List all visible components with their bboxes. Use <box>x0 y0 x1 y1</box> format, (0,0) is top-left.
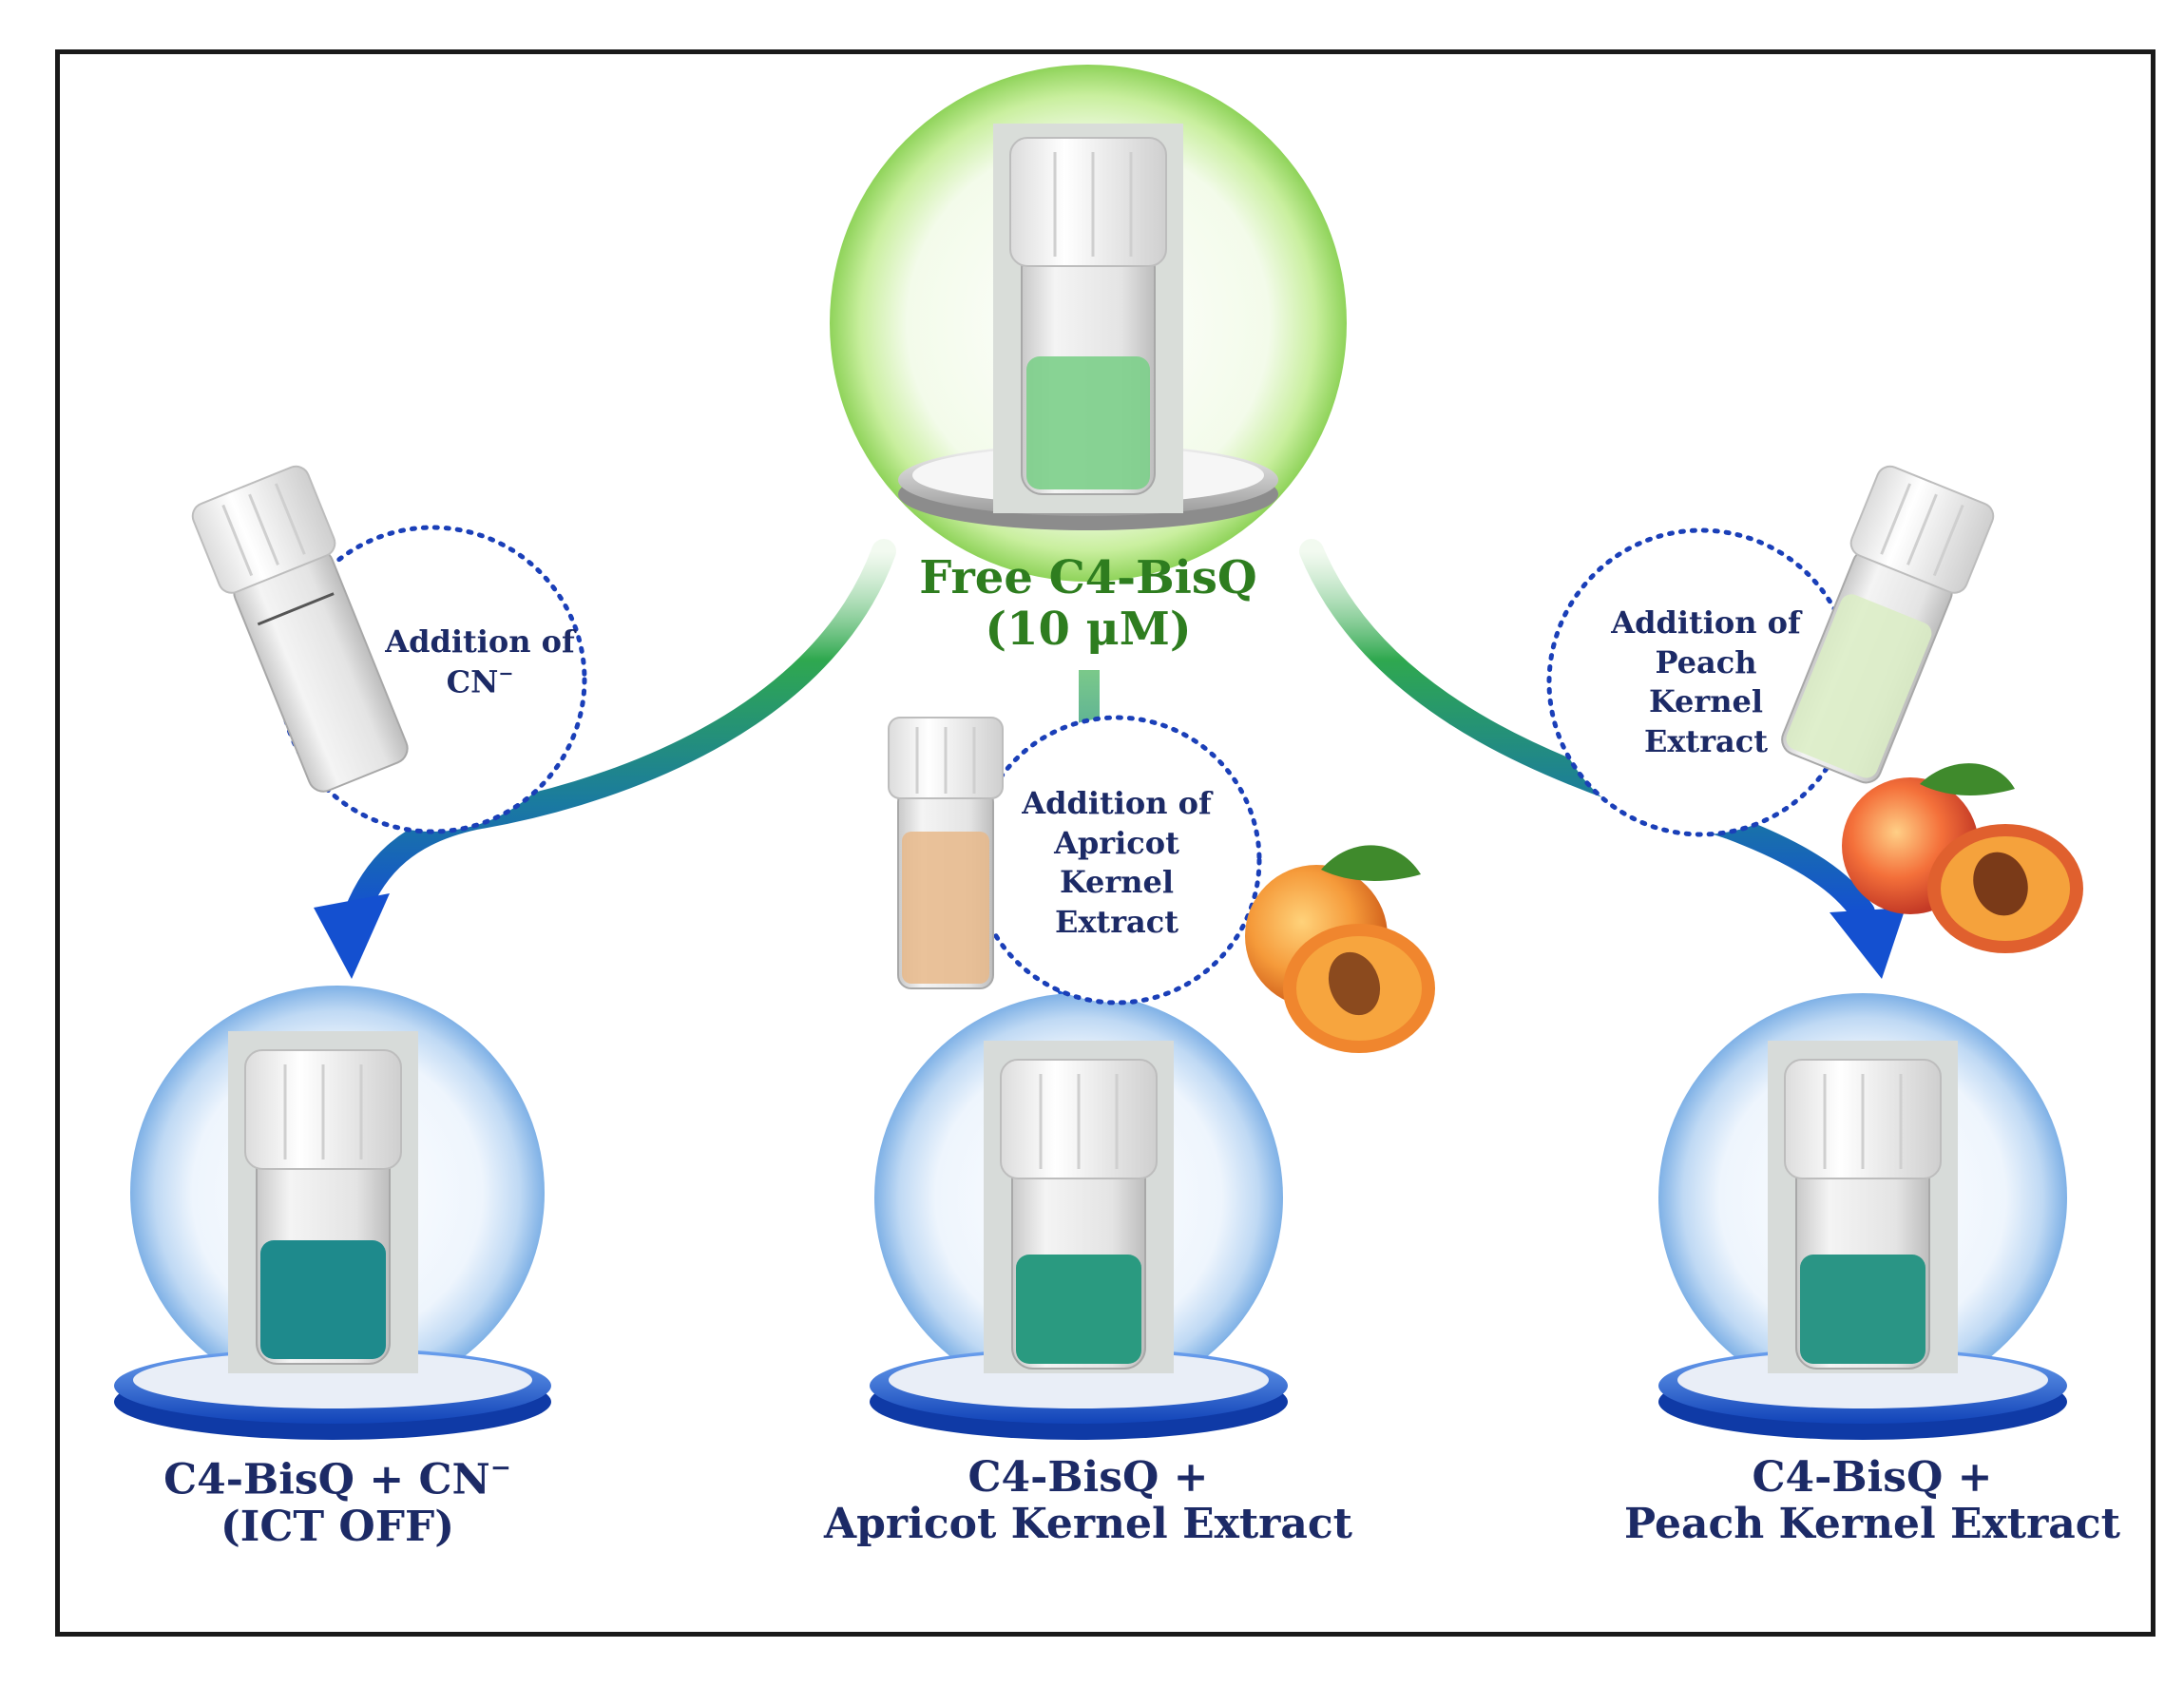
apricot-addition-line3: Kernel <box>1059 864 1175 901</box>
apricot-addition-label: Addition of Apricot Kernel Extract <box>988 784 1245 942</box>
peach-product-line2: Peach Kernel Extract <box>1624 1500 2120 1549</box>
free-probe-vial <box>1009 137 1167 495</box>
apricot-product-line2: Apricot Kernel Extract <box>824 1500 1352 1549</box>
apricot-addition-line1: Addition of <box>1022 785 1212 821</box>
apricot-fruit-illustration <box>1245 845 1435 1053</box>
cn-reagent-vial <box>191 465 409 793</box>
apricot-product-vial <box>1000 1059 1158 1370</box>
cn-product-label: C4-BisQ + CN− (ICT OFF) <box>100 1454 575 1550</box>
apricot-product-line1: C4-BisQ + <box>967 1453 1209 1502</box>
peach-product-line1: C4-BisQ + <box>1752 1453 1993 1502</box>
peach-addition-line3: Kernel <box>1648 683 1764 720</box>
peach-addition-label: Addition of Peach Kernel Extract <box>1578 604 1834 761</box>
peach-addition-line4: Extract <box>1643 722 1769 759</box>
peach-addition-line2: Peach <box>1655 643 1757 680</box>
peach-addition-line1: Addition of <box>1611 604 1801 641</box>
cn-addition-line2: CN− <box>446 661 514 700</box>
apricot-product-label: C4-BisQ + Apricot Kernel Extract <box>794 1454 1383 1548</box>
cn-product-line1: C4-BisQ + CN− <box>163 1453 511 1504</box>
apricot-extract-vial <box>888 717 1004 989</box>
apricot-addition-line2: Apricot <box>1054 824 1179 861</box>
peach-product-label: C4-BisQ + Peach Kernel Extract <box>1606 1454 2138 1548</box>
cn-addition-label: Addition of CN− <box>342 623 618 702</box>
free-probe-label: Free C4-BisQ (10 μM) <box>803 551 1373 656</box>
apricot-addition-line4: Extract <box>1054 903 1179 940</box>
cn-addition-line1: Addition of <box>385 623 575 660</box>
peach-fruit-illustration <box>1842 763 2083 953</box>
peach-extract-vial <box>1781 465 1995 784</box>
cn-product-vial <box>244 1049 402 1365</box>
free-probe-name: Free C4-BisQ <box>919 551 1257 604</box>
cn-product-line2: (ICT OFF) <box>220 1502 455 1551</box>
free-probe-concentration: (10 μM) <box>985 602 1192 656</box>
arrow-to-cn <box>314 539 896 979</box>
peach-product-vial <box>1784 1059 1942 1370</box>
